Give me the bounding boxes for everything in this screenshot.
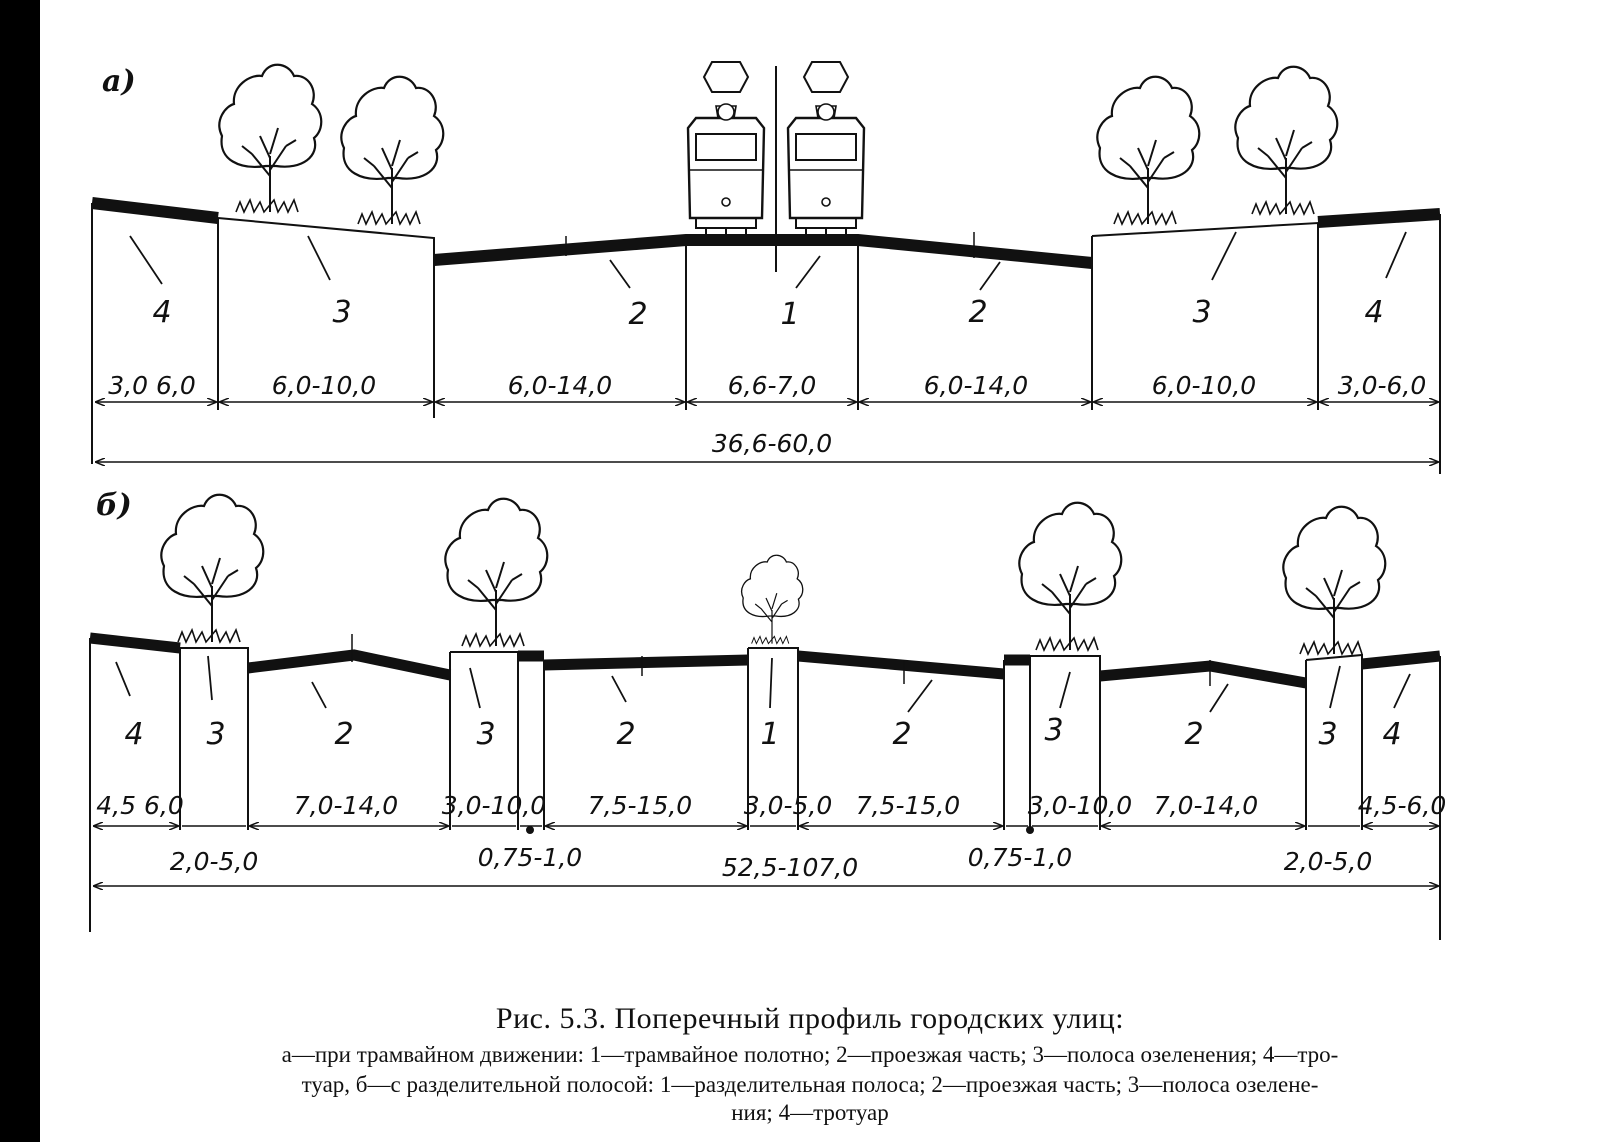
total-width-label: 36,6-60,0 [712,429,832,458]
zone-number: 3 [476,717,495,752]
panel-b-trees [160,493,1387,656]
dimension-label: 6,6-7,0 [728,371,817,400]
dimension-label: 6,0-10,0 [1152,371,1256,400]
zone-number: 2 [616,717,635,752]
dimension-label: 6,0-14,0 [508,371,612,400]
dimension-label: 3,0-10,0 [1028,791,1132,820]
dimension-label: 4,5 6,0 [96,791,183,820]
dimension-label: 3,0-5,0 [744,791,833,820]
zone-number: 4 [152,295,171,330]
figure-caption-line: а—при трамвайном движении: 1—трамвайное … [281,1042,1339,1067]
zone-number: 1 [760,717,779,752]
zone-number: 3 [332,295,351,330]
panel-a-trees [218,63,1339,226]
panel-b-dimension-lines [94,826,1438,886]
zone-number: 2 [1184,717,1203,752]
panel-b-dimension-labels: 4,5 6,0 7,0-14,0 3,0-10,0 7,5-15,0 3,0-5… [96,791,1446,882]
panel-b-label: б) [96,488,132,523]
zone-number: 4 [1382,717,1401,752]
panel-b-profile [89,632,1441,940]
zone-number: 3 [206,717,225,752]
zone-number: 4 [124,717,143,752]
panel-a-zone-numbers: 4 3 2 1 2 3 4 [152,295,1383,332]
dimension-label: 7,5-15,0 [588,791,692,820]
zone-number: 3 [1044,713,1063,748]
dimension-label: 6,0-10,0 [272,371,376,400]
panel-b-zone-numbers: 4 3 2 3 2 1 2 3 2 3 4 [124,713,1401,752]
zone-number: 1 [780,297,799,332]
zone-number: 2 [628,297,647,332]
zone-number: 2 [968,295,987,330]
scan-edge [0,0,40,1142]
dimension-label: 7,5-15,0 [856,791,960,820]
sub-dimension-label: 2,0-5,0 [1284,847,1373,876]
zone-number: 3 [1192,295,1211,330]
figure-caption-title: Рис. 5.3. Поперечный профиль городских у… [495,1002,1125,1035]
figure-caption-line: ния; 4—тротуар [731,1100,889,1125]
sub-dimension-label: 0,75-1,0 [968,843,1072,872]
panel-a-dimension-labels: 3,0 6,0 6,0-10,0 6,0-14,0 6,6-7,0 6,0-14… [108,371,1426,458]
sub-dimension-label: 2,0-5,0 [170,847,259,876]
dimension-label: 4,5-6,0 [1358,791,1447,820]
panel-a-label: а) [102,64,136,99]
zone-number: 3 [1318,717,1337,752]
dimension-label: 7,0-14,0 [1154,791,1258,820]
dimension-label: 7,0-14,0 [294,791,398,820]
dimension-label: 3,0-6,0 [1338,371,1427,400]
total-width-label: 52,5-107,0 [722,853,858,882]
zone-number: 4 [1364,295,1383,330]
zone-number: 2 [334,717,353,752]
figure-caption-line: туар, б—с разделительной полосой: 1—разд… [301,1072,1319,1097]
panel-a-profile [91,66,1441,474]
dimension-label: 6,0-14,0 [924,371,1028,400]
panel-a-dimension-lines [96,402,1438,462]
sub-dimension-label: 0,75-1,0 [478,843,582,872]
zone-number: 2 [892,717,911,752]
dimension-label: 3,0-10,0 [442,791,546,820]
dimension-label: 3,0 6,0 [108,371,195,400]
